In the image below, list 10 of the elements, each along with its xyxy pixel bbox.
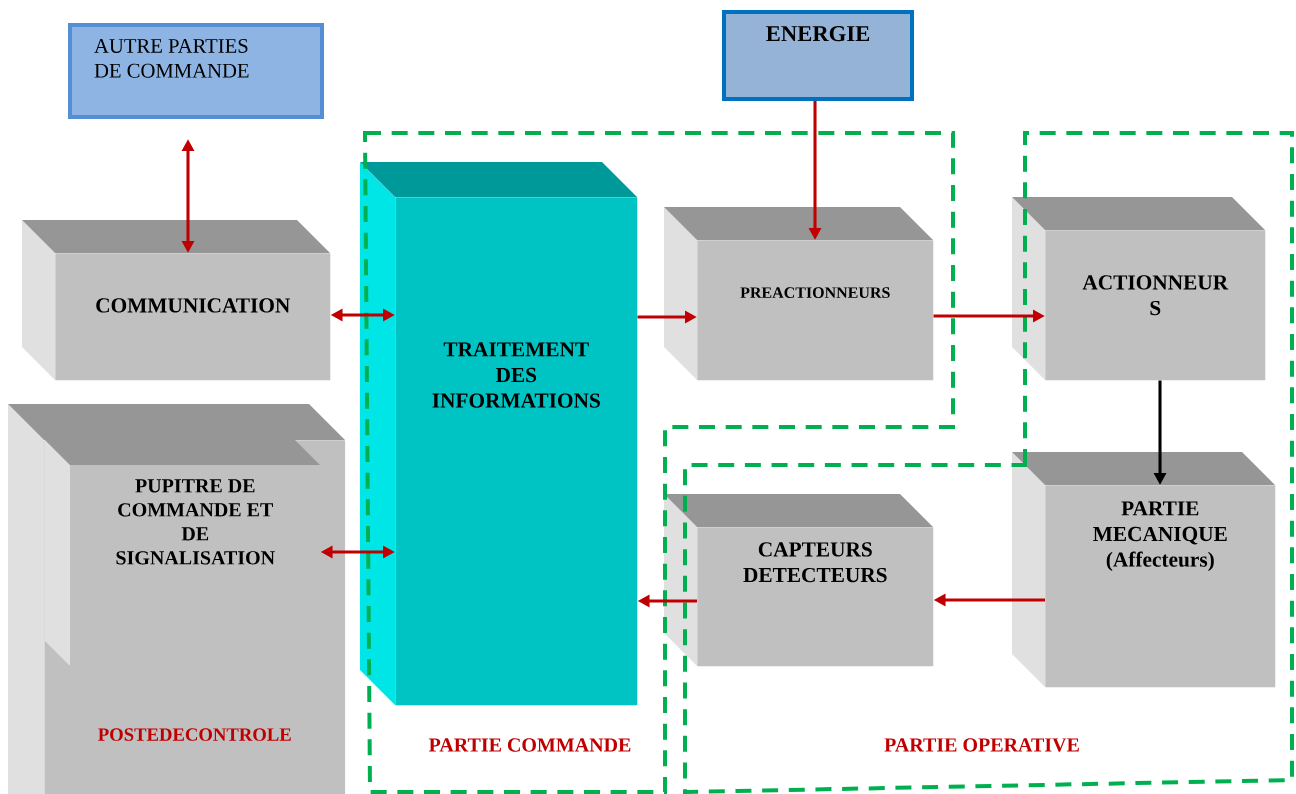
mechanism-block: PARTIE MECANIQUE (Affecteurs) (1012, 452, 1276, 688)
preactuator-block: PREACTIONNEURS (664, 207, 934, 381)
node-label: PUPITRE DE COMMANDE ET DE SIGNALISATION (116, 479, 275, 565)
sensor-block: CAPTEURS DETECTEURS (664, 494, 934, 667)
processing-block: TRAITEMENT DES INFORMATIONS (360, 162, 638, 706)
energy-box: ENERGIE (722, 10, 914, 101)
communication-block: COMMUNICATION (22, 220, 331, 381)
console-block: PUPITRE DE COMMANDE ET DE SIGNALISATION (45, 440, 321, 667)
command-box: AUTRE PARTIES DE COMMANDE (68, 23, 324, 119)
actuator-block: ACTIONNEUR S (1012, 197, 1266, 381)
